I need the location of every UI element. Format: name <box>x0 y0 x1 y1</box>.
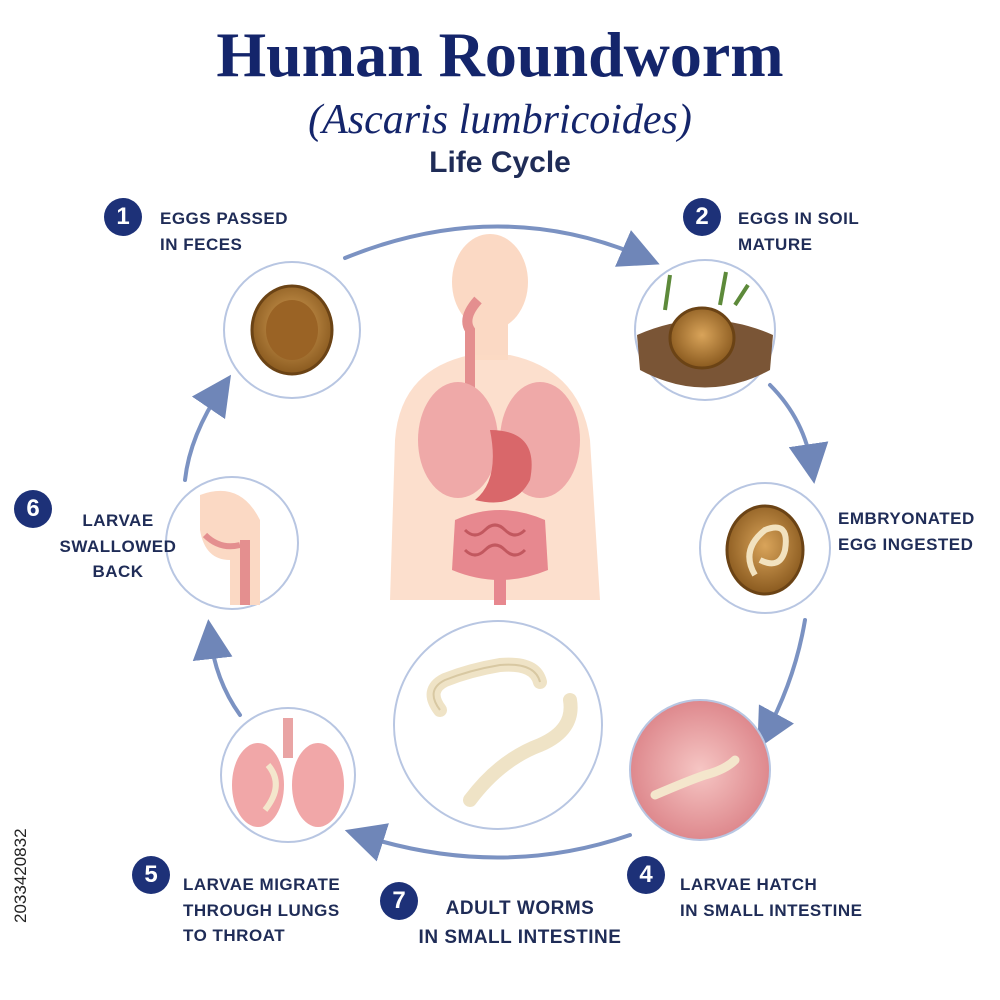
arrow-4-to-7 <box>344 823 632 862</box>
step-label-7: ADULT WORMS IN SMALL INTESTINE <box>415 895 625 952</box>
stock-id-text: 2033420832 <box>11 828 30 923</box>
step-label-2-line-2: MATURE <box>738 234 813 254</box>
step-number-2: 2 <box>683 198 721 236</box>
step5-lungs-circle <box>220 707 356 843</box>
step-label-1: EGGS PASSED IN FECES <box>160 206 288 257</box>
step6-throat-circle <box>165 476 299 610</box>
step-label-6-line-1: LARVAE <box>82 511 154 530</box>
human-body-illustration <box>390 234 600 605</box>
step-label-7-line-1: ADULT WORMS <box>445 898 595 919</box>
step-label-6-line-3: BACK <box>92 562 144 581</box>
step-number-4: 4 <box>627 856 665 894</box>
step-number-6: 6 <box>14 490 52 528</box>
step-label-1-line-2: IN FECES <box>160 234 243 254</box>
arrow-5-to-6 <box>192 619 242 717</box>
step-label-3-line-2: EGG INGESTED <box>838 534 974 554</box>
step7-adult-worms-circle <box>393 620 603 830</box>
arrow-6-to-1 <box>183 374 232 482</box>
step3-embryonated-egg-circle <box>699 482 831 614</box>
step2-soil-egg-circle <box>634 259 776 401</box>
step-label-6: LARVAE SWALLOWED BACK <box>58 508 178 585</box>
step-label-4-line-2: IN SMALL INTESTINE <box>680 900 863 920</box>
step-label-5-line-2: THROUGH LUNGS <box>183 900 340 920</box>
arrow-1-to-2 <box>343 224 660 267</box>
step-label-4: LARVAE HATCH IN SMALL INTESTINE <box>680 872 862 923</box>
step-label-5-line-3: TO THROAT <box>183 926 286 945</box>
step-label-3-line-1: EMBRYONATED <box>838 509 975 528</box>
step-number-5: 5 <box>132 856 170 894</box>
step-label-4-line-1: LARVAE HATCH <box>680 875 818 894</box>
step-label-6-line-2: SWALLOWED <box>59 536 177 556</box>
step-label-1-line-1: EGGS PASSED <box>160 209 288 228</box>
step4-intestine-circle <box>629 699 771 841</box>
step-label-7-line-2: IN SMALL INTESTINE <box>418 926 622 948</box>
step-label-5-line-1: LARVAE MIGRATE <box>183 875 341 894</box>
step-label-2-line-1: EGGS IN SOIL <box>738 209 860 228</box>
step1-egg-circle <box>223 261 361 399</box>
step-number-1: 1 <box>104 198 142 236</box>
stock-id-stamp: 2033420832 <box>6 745 34 925</box>
page-title: Human Roundworm <box>216 19 784 90</box>
step-label-3: EMBRYONATED EGG INGESTED <box>838 506 975 557</box>
species-name: (Ascaris lumbricoides) <box>308 97 692 143</box>
arrow-3-to-4 <box>757 618 807 750</box>
arrow-2-to-3 <box>768 383 829 484</box>
step-label-2: EGGS IN SOIL MATURE <box>738 206 859 257</box>
diagram-subtitle: Life Cycle <box>429 146 571 179</box>
cycle-arrows <box>183 224 829 862</box>
step-number-7: 7 <box>380 882 418 920</box>
step-label-5: LARVAE MIGRATE THROUGH LUNGS TO THROAT <box>183 872 340 949</box>
